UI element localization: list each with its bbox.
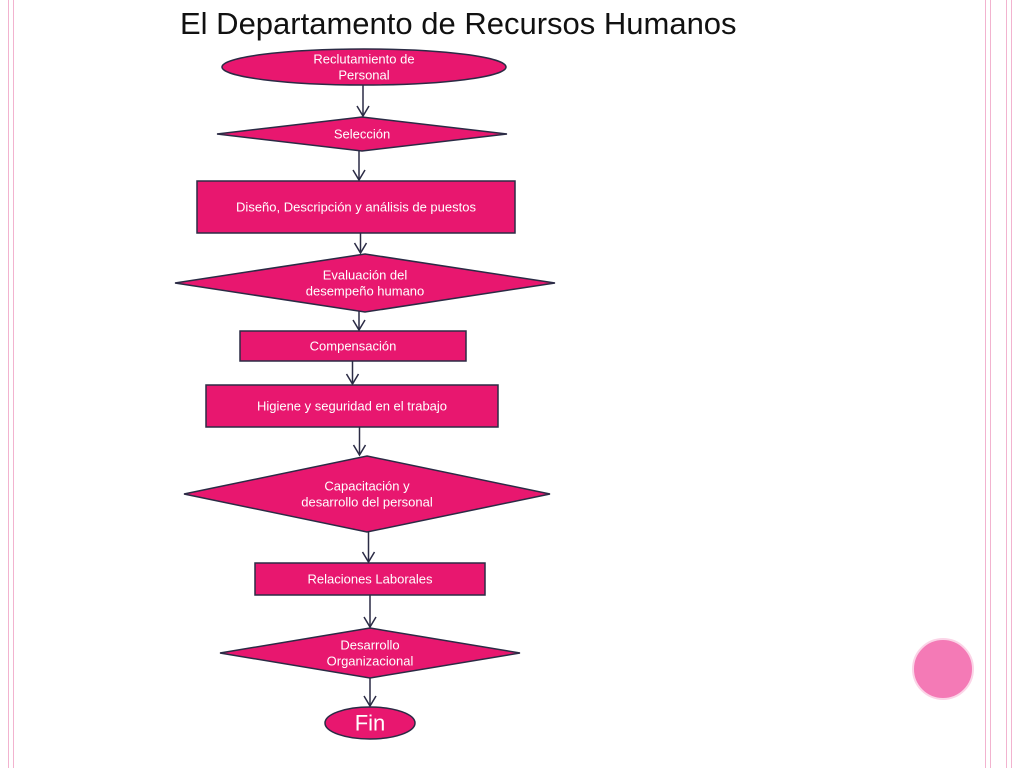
frame-line-right-1 [985, 0, 986, 768]
connector-arrowhead [352, 169, 366, 182]
node-label: Personal [338, 68, 389, 83]
node-label: Relaciones Laborales [307, 572, 433, 587]
node-shape-rect [196, 180, 516, 234]
connector-arrowhead [353, 242, 368, 255]
node-label: Higiene y seguridad en el trabajo [257, 399, 447, 414]
node-label: Compensación [310, 339, 397, 354]
node-shape-rect [239, 330, 467, 362]
frame-line-left-1 [8, 0, 9, 768]
frame-line-right-4 [1011, 0, 1012, 768]
node-label: Selección [334, 127, 390, 142]
node-label: desempeño humano [306, 284, 425, 299]
node-shape-diamond [174, 253, 556, 313]
node-shape-ellipse [324, 706, 416, 740]
node-label: Evaluación del [323, 268, 408, 283]
node-label: Diseño, Descripción y análisis de puesto… [236, 200, 476, 215]
nodes: Reclutamiento dePersonalSelecciónDiseño,… [174, 48, 556, 740]
node-label: Fin [355, 711, 386, 736]
node-label: Reclutamiento de [313, 52, 414, 67]
frame-line-right-3 [1006, 0, 1007, 768]
connector-arrowhead [363, 616, 377, 629]
page-title: El Departamento de Recursos Humanos [180, 6, 737, 41]
connector-arrowhead [352, 444, 367, 457]
connector-arrowhead [345, 373, 360, 386]
decorative-circle [912, 638, 974, 700]
node-shape-rect [205, 384, 499, 428]
connector-arrowhead [363, 695, 377, 708]
connector-arrowhead [356, 105, 370, 118]
node-label: Organizacional [327, 654, 414, 669]
node-fin: Fin [324, 706, 416, 740]
node-higiene: Higiene y seguridad en el trabajo [205, 384, 499, 428]
node-shape-diamond [219, 627, 521, 679]
node-shape-rect [254, 562, 486, 596]
node-label: Capacitación y [324, 479, 410, 494]
connector-arrowhead [352, 319, 366, 332]
node-shape-diamond [216, 116, 508, 152]
node-label: Desarrollo [340, 638, 399, 653]
node-diseno: Diseño, Descripción y análisis de puesto… [196, 180, 516, 234]
node-shape-diamond [183, 455, 551, 533]
frame-line-right-2 [990, 0, 991, 768]
node-seleccion: Selección [216, 116, 508, 152]
frame-line-left-2 [13, 0, 14, 768]
connector-arrowhead [361, 551, 376, 564]
node-relaciones: Relaciones Laborales [254, 562, 486, 596]
node-compensacion: Compensación [239, 330, 467, 362]
connectors [345, 83, 377, 708]
node-label: desarrollo del personal [301, 495, 433, 510]
node-shape-ellipse [221, 48, 507, 86]
